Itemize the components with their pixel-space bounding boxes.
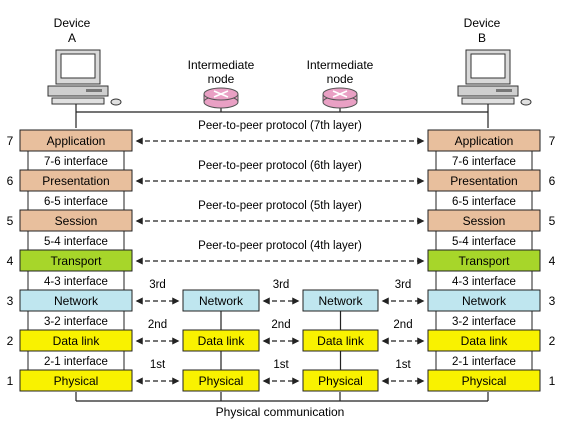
device-a-session-layer: [19, 209, 133, 232]
device-a-layer-label: Data link: [53, 334, 101, 348]
device-a-letter: A: [68, 31, 76, 45]
node-layer-label: Data link: [198, 334, 246, 348]
device-b-interface-label: 3-2 interface: [452, 316, 516, 328]
device-b-label: Device: [464, 16, 501, 30]
node-2-network-layer: [302, 289, 379, 312]
hop-label: 2nd: [148, 319, 167, 331]
layer-number-right: 1: [549, 374, 556, 388]
device-b-letter: B: [478, 31, 486, 45]
device-b-layer-label: Data link: [461, 334, 509, 348]
device-a-interface-label: 5-4 interface: [44, 236, 108, 248]
physical-communication-label: Physical communication: [216, 405, 345, 419]
device-b-layer-label: Transport: [459, 254, 511, 268]
layer-number-right: 3: [549, 294, 556, 308]
layer-number-right: 5: [549, 214, 556, 228]
device-a-application-layer: [19, 129, 133, 152]
hop-label: 3rd: [395, 279, 412, 291]
layer-number-right: 7: [549, 134, 556, 148]
node-layer-label: Physical: [199, 374, 244, 388]
device-a-network-layer: [19, 289, 133, 312]
node-1-physical-layer: [182, 369, 260, 392]
intermediate-node-1-label: Intermediate: [188, 58, 255, 72]
computer-icon: [47, 49, 122, 106]
device-a-interface-label: 3-2 interface: [44, 316, 108, 328]
layer-number-right: 4: [549, 254, 556, 268]
layer-number-left: 4: [7, 254, 14, 268]
device-b-interface-label: 5-4 interface: [452, 236, 516, 248]
device-a-interface-label: 2-1 interface: [44, 356, 108, 368]
device-b-interface-label: 7-6 interface: [452, 156, 516, 168]
layer-number-right: 6: [549, 174, 556, 188]
device-b-layer-label: Network: [462, 294, 507, 308]
device-b-layer-label: Physical: [462, 374, 507, 388]
device-a-layer-label: Transport: [51, 254, 103, 268]
device-b-application-layer: [427, 129, 541, 152]
layer-number-right: 2: [549, 334, 556, 348]
device-a-interface-label: 7-6 interface: [44, 156, 108, 168]
layer-number-left: 3: [7, 294, 14, 308]
router-icon: [322, 87, 358, 109]
hop-label: 2nd: [393, 319, 412, 331]
device-b-interface-label: 2-1 interface: [452, 356, 516, 368]
layer-number-left: 2: [7, 334, 14, 348]
layer-number-left: 6: [7, 174, 14, 188]
node-1-network-layer: [182, 289, 260, 312]
layer-number-left: 5: [7, 214, 14, 228]
device-b-interface-label: 4-3 interface: [452, 276, 516, 288]
device-a-data-link-layer: [19, 329, 133, 352]
node-layer-label: Data link: [317, 334, 365, 348]
device-b-interface-label: 6-5 interface: [452, 196, 516, 208]
peer-protocol-label: Peer-to-peer protocol (4th layer): [198, 240, 362, 252]
device-b-transport-layer: [427, 249, 541, 272]
peer-protocol-label: Peer-to-peer protocol (6th layer): [198, 160, 362, 172]
node-layer-label: Physical: [318, 374, 363, 388]
device-b-physical-layer: [427, 369, 541, 392]
peer-protocol-label: Peer-to-peer protocol (7th layer): [198, 120, 362, 132]
device-b-layer-label: Application: [455, 134, 514, 148]
device-a-layer-label: Network: [54, 294, 99, 308]
device-a-interface-label: 6-5 interface: [44, 196, 108, 208]
router-icon: [203, 87, 239, 109]
intermediate-node-2-label: Intermediate: [307, 58, 374, 72]
device-a-presentation-layer: [19, 169, 133, 192]
hop-label: 1st: [150, 359, 166, 371]
node-2-physical-layer: [302, 369, 379, 392]
device-b-layer-label: Presentation: [450, 174, 517, 188]
computer-icon: [457, 49, 532, 106]
intermediate-node-1-label-line2: node: [208, 72, 235, 86]
hop-label: 2nd: [271, 319, 290, 331]
device-a-layer-label: Application: [47, 134, 106, 148]
device-b-layer-label: Session: [463, 214, 506, 228]
device-a-layer-label: Physical: [54, 374, 99, 388]
hop-label: 1st: [395, 359, 411, 371]
device-a-physical-layer: [19, 369, 133, 392]
device-b-network-layer: [427, 289, 541, 312]
node-layer-label: Network: [318, 294, 363, 308]
device-b-session-layer: [427, 209, 541, 232]
node-layer-label: Network: [199, 294, 244, 308]
device-a-label: Device: [54, 16, 91, 30]
node-1-data-link-layer: [182, 329, 260, 352]
device-b-presentation-layer: [427, 169, 541, 192]
device-a-interface-label: 4-3 interface: [44, 276, 108, 288]
device-a-layer-label: Session: [55, 214, 98, 228]
hop-label: 3rd: [149, 279, 166, 291]
peer-protocol-label: Peer-to-peer protocol (5th layer): [198, 200, 362, 212]
hop-label: 1st: [273, 359, 289, 371]
node-2-data-link-layer: [302, 329, 379, 352]
intermediate-node-2-label-line2: node: [327, 72, 354, 86]
device-b-data-link-layer: [427, 329, 541, 352]
layer-number-left: 1: [7, 374, 14, 388]
device-a-layer-label: Presentation: [42, 174, 109, 188]
layer-number-left: 7: [7, 134, 14, 148]
hop-label: 3rd: [273, 279, 290, 291]
device-a-transport-layer: [19, 249, 133, 272]
